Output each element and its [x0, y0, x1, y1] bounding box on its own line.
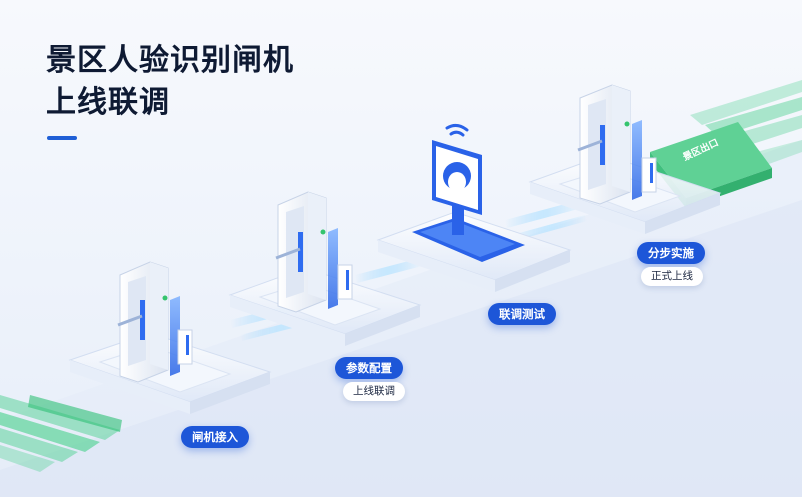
page-title: 景区人验识别闸机 上线联调 [46, 40, 294, 124]
step-label-4: 分步实施 [637, 242, 705, 264]
gate-1 [117, 261, 193, 383]
step-label-1: 闸机接入 [181, 426, 249, 448]
platform-3 [376, 211, 572, 292]
step-sub-2: 上线联调 [343, 382, 405, 401]
entry-stripes [0, 395, 122, 472]
step-label-3: 联调测试 [488, 303, 556, 325]
title-line-2: 上线联调 [46, 85, 170, 120]
face-terminal [432, 123, 482, 235]
step-label-2: 参数配置 [335, 357, 403, 379]
gate-2 [275, 191, 353, 313]
gate-4 [577, 84, 657, 205]
title-line-1: 景区人验识别闸机 [46, 43, 294, 78]
title-underline [47, 136, 77, 140]
step-sub-4: 正式上线 [641, 267, 703, 286]
